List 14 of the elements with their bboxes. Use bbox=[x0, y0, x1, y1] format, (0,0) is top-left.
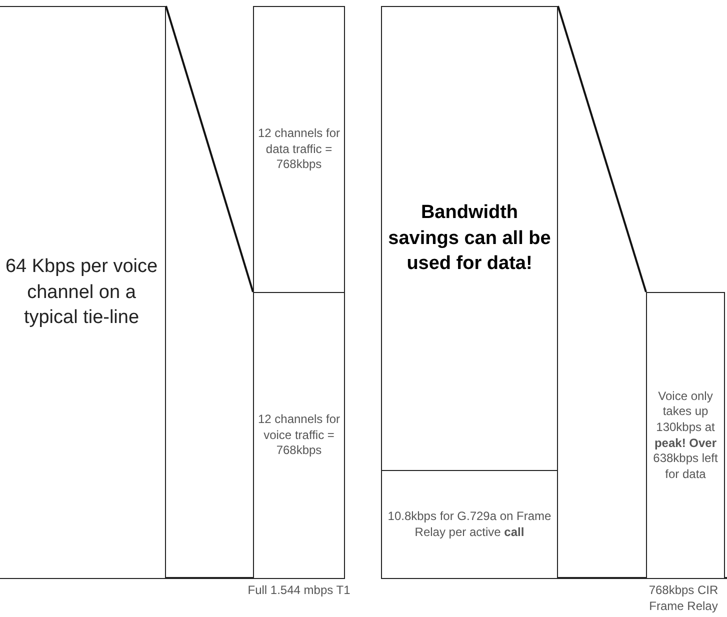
voice-block bbox=[646, 292, 725, 579]
projection-line bbox=[165, 6, 254, 292]
block-label: Voice only takes up 130kbps at peak! Over 638kbps left for data bbox=[652, 388, 719, 482]
column-caption: 768kbps CIR Frame Relay bbox=[648, 583, 720, 614]
call-block bbox=[381, 470, 558, 579]
projection-line bbox=[557, 6, 647, 292]
block-label: 12 channels for voice traffic = 768kbps bbox=[256, 412, 342, 459]
block-label: 64 Kbps per voice channel on a typical tie-line bbox=[4, 255, 159, 330]
column-caption: Full 1.544 mbps T1 bbox=[246, 583, 352, 599]
bandwidth-block bbox=[0, 6, 166, 579]
block-label: 10.8kbps for G.729a on Frame Relay per active call bbox=[386, 508, 552, 540]
bandwidth-block bbox=[381, 6, 558, 471]
block-label: Bandwidth savings can all be used for data! bbox=[387, 201, 552, 276]
block-label: 12 channels for data traffic = 768kbps bbox=[256, 126, 342, 173]
